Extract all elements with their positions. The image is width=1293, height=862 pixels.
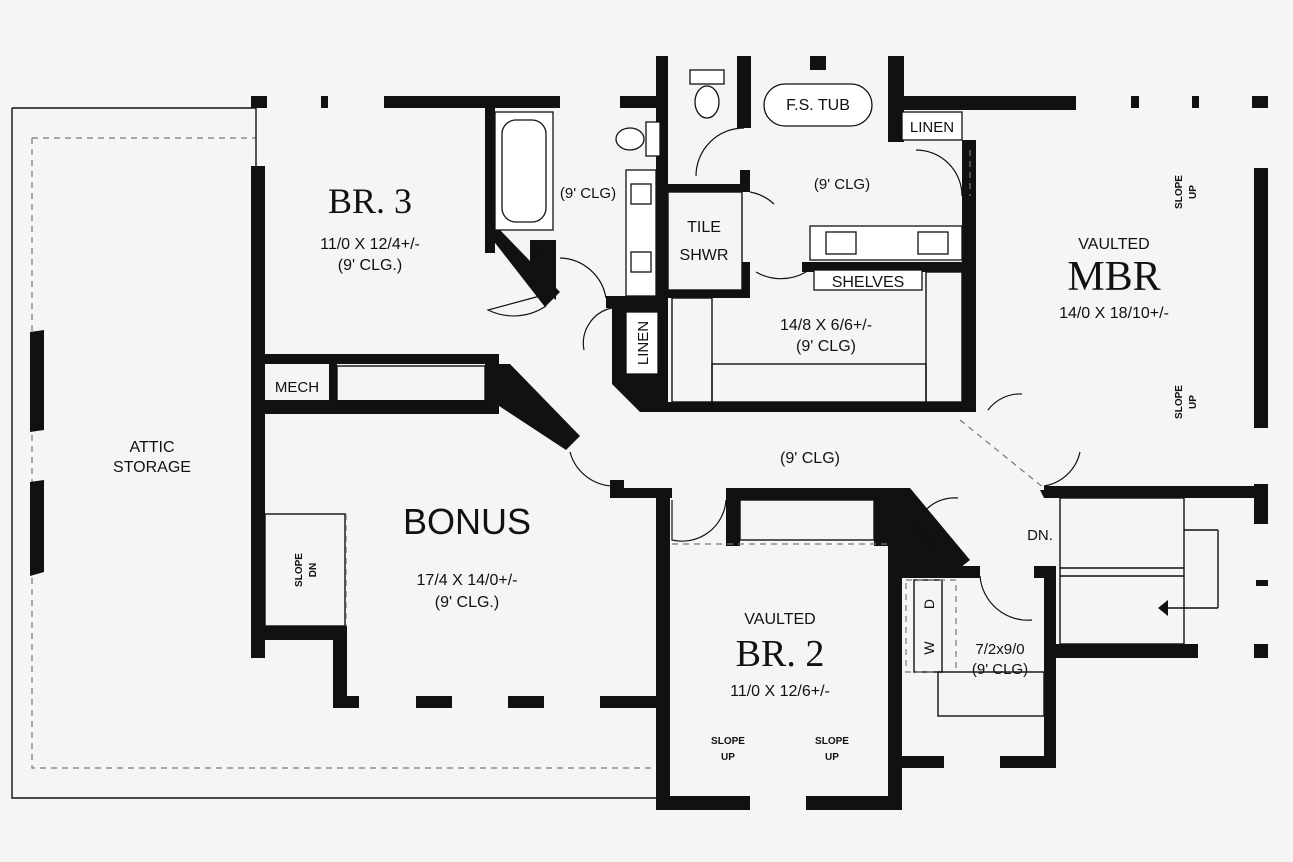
br3-name: BR. 3: [328, 181, 412, 221]
attic-storage-area: [11, 107, 656, 799]
fixtures: [264, 69, 1219, 717]
master-bath-ceiling: (9' CLG): [814, 176, 870, 193]
dryer-label: D: [921, 599, 937, 609]
bonus-name: BONUS: [403, 501, 531, 542]
br2-name: BR. 2: [736, 633, 825, 675]
hall-ceiling: (9' CLG): [780, 450, 840, 467]
br2-slope-left-label: SLOPE: [711, 736, 745, 747]
tub-label: F.S. TUB: [786, 97, 850, 114]
bonus-slope: SLOPE DN: [294, 553, 319, 587]
mbr-slope-lower-dir: UP: [1188, 395, 1199, 409]
bonus-slope-dir: DN: [308, 563, 319, 577]
laundry-dims: 7/2x9/0: [975, 641, 1024, 658]
mbr-name: MBR: [1067, 254, 1160, 300]
mbr-slope-upper-label: SLOPE: [1174, 175, 1185, 209]
shower-label-tile: TILE: [687, 219, 721, 236]
stairs-label: DN.: [1027, 527, 1053, 544]
mech-label: MECH: [275, 379, 319, 396]
br2-slope-left: SLOPE UP: [711, 736, 745, 763]
closet-linen: LINEN: [635, 321, 652, 365]
br2-vaulted: VAULTED: [744, 611, 815, 628]
attic-line1: ATTIC: [129, 439, 174, 456]
br2-slope-left-dir: UP: [721, 752, 735, 763]
bath2-linen: LIN: [533, 246, 550, 269]
br2-slope-right-dir: UP: [825, 752, 839, 763]
bath2-ceiling: (9' CLG): [560, 185, 616, 202]
mbr-slope-lower-label: SLOPE: [1174, 385, 1185, 419]
closet-shelves: SHELVES: [832, 274, 905, 291]
shower-label-shwr: SHWR: [680, 247, 729, 264]
bonus-slope-label: SLOPE: [294, 553, 305, 587]
closet-dims: 14/8 X 6/6+/-: [780, 317, 872, 334]
mbr-vaulted: VAULTED: [1078, 236, 1149, 253]
mbr-slope-upper: SLOPE UP: [1174, 175, 1199, 209]
attic-line2: STORAGE: [113, 459, 191, 476]
washer-label: W: [921, 641, 937, 655]
walls: [30, 56, 1268, 810]
br2-slope-right-label: SLOPE: [815, 736, 849, 747]
laundry-ceiling: (9' CLG): [972, 661, 1028, 678]
bonus-dims: 17/4 X 14/0+/-: [417, 572, 518, 589]
br2-dims: 11/0 X 12/6+/-: [730, 683, 830, 700]
bonus-ceiling: (9' CLG.): [435, 594, 499, 611]
closet-ceiling: (9' CLG): [796, 338, 856, 355]
mbr-slope-upper-dir: UP: [1188, 185, 1199, 199]
door-swings: [345, 127, 1081, 626]
br2-slope-right: SLOPE UP: [815, 736, 849, 763]
br3-ceiling: (9' CLG.): [338, 257, 402, 274]
mbr-slope-lower: SLOPE UP: [1174, 385, 1199, 419]
mbr-dims: 14/0 X 18/10+/-: [1059, 305, 1169, 322]
master-linen: LINEN: [910, 119, 954, 136]
br3-dims: 11/0 X 12/4+/-: [320, 236, 420, 253]
